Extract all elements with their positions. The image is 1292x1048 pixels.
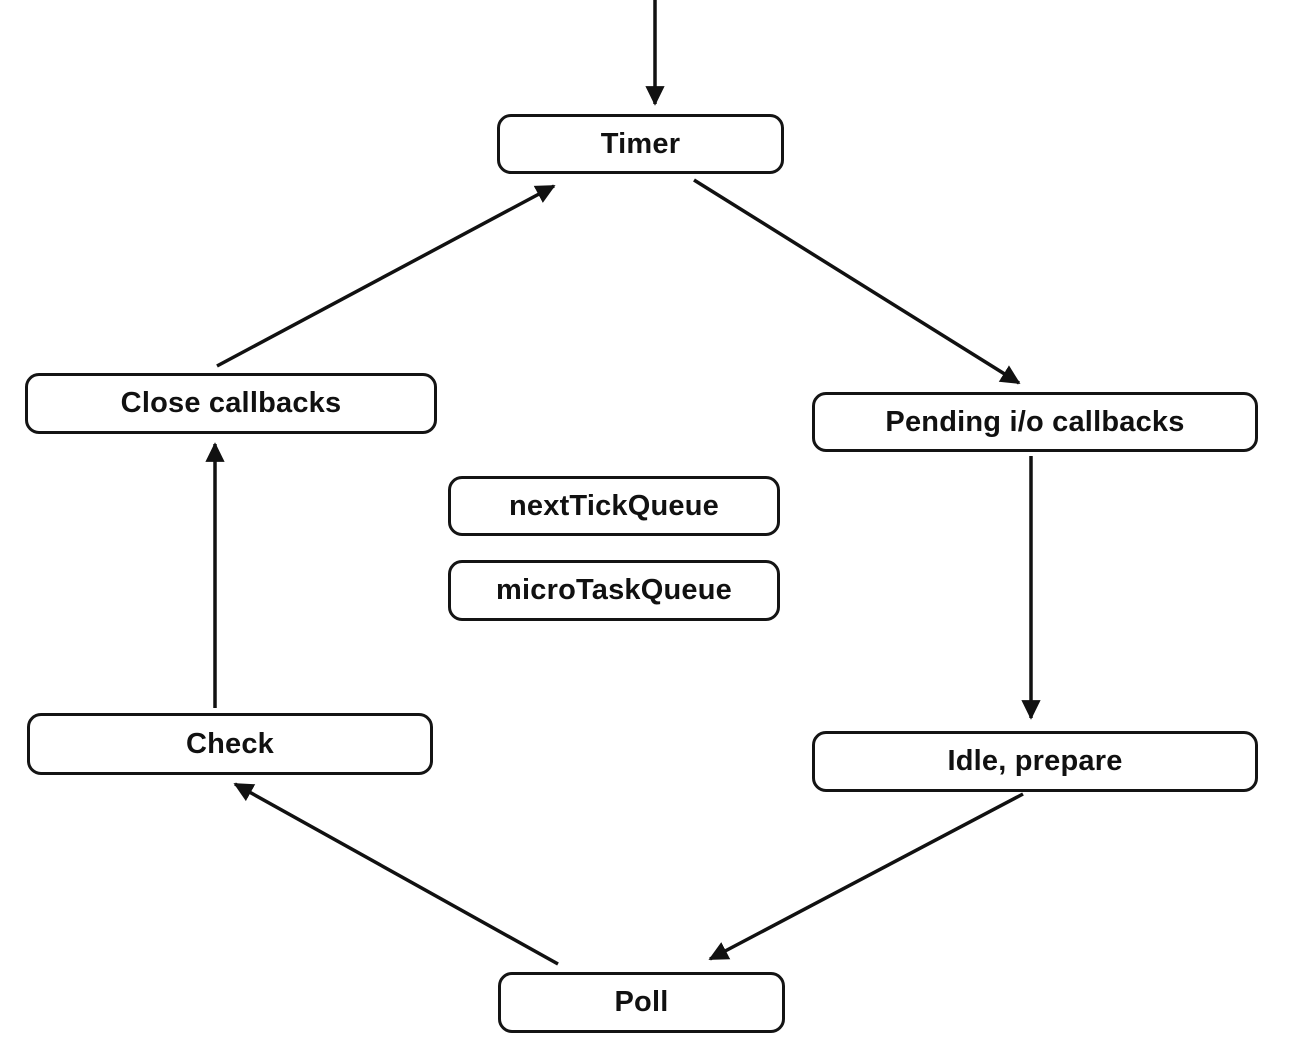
node-idle-prepare: Idle, prepare (812, 731, 1258, 792)
arrow-idle-prepare-to-poll (708, 792, 1024, 961)
node-timer: Timer (497, 114, 784, 174)
node-pending-io-callbacks: Pending i/o callbacks (812, 392, 1258, 452)
node-next-tick-queue: nextTickQueue (448, 476, 780, 536)
node-poll: Poll (498, 972, 785, 1033)
arrow-timer-to-pending-io-callbacks (693, 178, 1021, 385)
node-check: Check (27, 713, 433, 775)
arrow-poll-to-check (233, 782, 559, 966)
node-close-callbacks: Close callbacks (25, 373, 437, 434)
node-micro-task-queue: microTaskQueue (448, 560, 780, 621)
arrow-close-callbacks-to-timer (216, 184, 556, 368)
